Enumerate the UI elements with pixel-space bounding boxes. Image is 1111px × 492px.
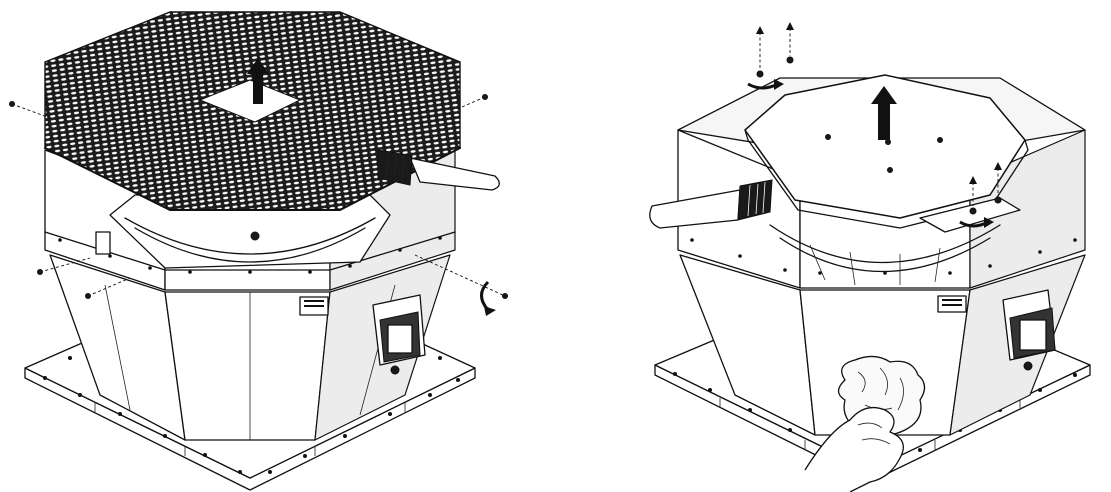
- panel-right-plate-cover: [600, 0, 1111, 492]
- brush-icon: [649, 179, 773, 229]
- screw-icon: [756, 22, 1002, 215]
- junction-box-icon: [1002, 289, 1056, 371]
- top-plate: [744, 74, 1029, 229]
- panel-right-drawing: [649, 22, 1091, 492]
- rotate-arrow-icon: [480, 280, 496, 316]
- impeller-ring: [769, 224, 1001, 286]
- impeller-ring: [109, 194, 391, 269]
- label-plate-icon: [937, 295, 967, 313]
- up-arrow-icon: [871, 86, 897, 140]
- mesh-guard: [44, 11, 461, 211]
- up-arrow-icon: [247, 58, 269, 104]
- brush-icon: [377, 149, 500, 191]
- junction-box-icon: [372, 294, 426, 375]
- panel-left-drawing: [9, 11, 508, 491]
- label-plate-icon: [299, 296, 329, 316]
- side-bracket: [95, 231, 111, 255]
- screw-icon: [9, 94, 508, 299]
- panel-left-mesh-guard: [9, 11, 508, 491]
- rotate-arrow-icon: [747, 79, 994, 228]
- hand-icon: [804, 406, 904, 492]
